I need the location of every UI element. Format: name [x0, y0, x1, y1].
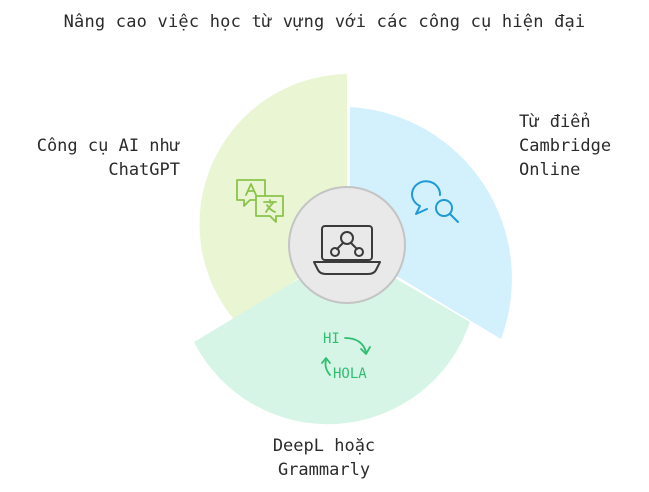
- diagram-title: Nâng cao việc học từ vựng với các công c…: [63, 12, 586, 32]
- segment-deepl: [194, 250, 470, 425]
- label-line: Từ điển: [519, 112, 591, 132]
- segment-dictionary: [350, 107, 512, 339]
- label-line: Grammarly: [277, 460, 371, 480]
- label-line: Online: [519, 160, 581, 180]
- label-line: DeepL hoặc: [272, 436, 376, 456]
- arrow-up-icon: [324, 359, 331, 376]
- label-dictionary: Từ điển Cambridge Online: [519, 110, 639, 182]
- translate-icon: [236, 179, 284, 223]
- hi-hola-translate-icon: HI HOLA: [321, 331, 371, 382]
- label-line: ChatGPT: [108, 160, 180, 180]
- hi-text: HI: [323, 331, 340, 347]
- arrow-down-icon: [344, 337, 367, 353]
- hola-text: HOLA: [333, 366, 367, 382]
- label-line: Cambridge: [519, 136, 612, 156]
- label-line: Công cụ AI như: [36, 136, 180, 156]
- label-ai-tools: Công cụ AI như ChatGPT: [18, 134, 180, 182]
- label-deepl-grammarly: DeepL hoặc Grammarly: [224, 434, 424, 482]
- chat-search-icon: [411, 180, 459, 223]
- laptop-network-icon: [313, 225, 381, 275]
